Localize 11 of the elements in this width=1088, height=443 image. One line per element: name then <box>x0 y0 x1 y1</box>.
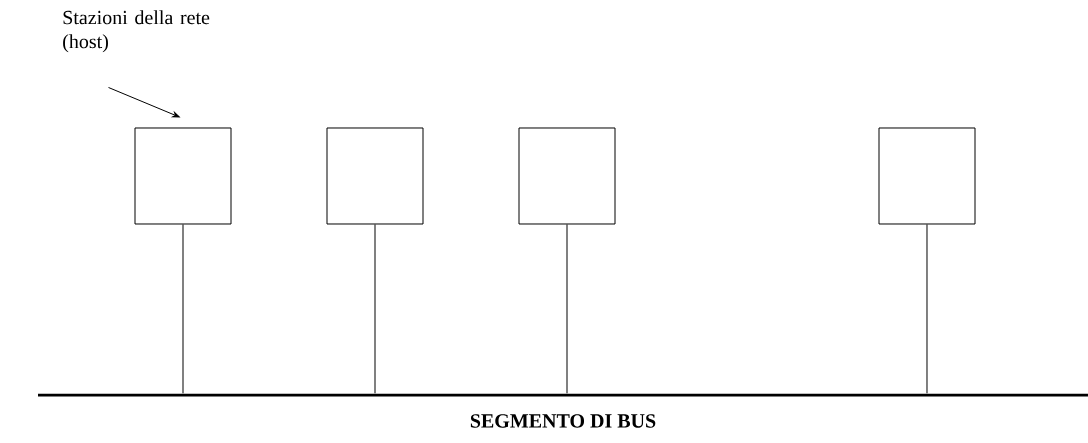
connector-line <box>926 224 928 394</box>
host-box <box>134 127 232 225</box>
host-box <box>326 127 424 225</box>
bus-line: SEGMENTO DI BUS <box>38 393 1088 428</box>
host-box <box>878 127 976 225</box>
connector-line <box>374 224 376 394</box>
leader-arrow <box>108 87 180 118</box>
connector-line <box>566 224 568 394</box>
host-box <box>518 127 616 225</box>
connector-line <box>182 224 184 394</box>
callout-text: Stazioni della rete (host) <box>63 10 210 53</box>
